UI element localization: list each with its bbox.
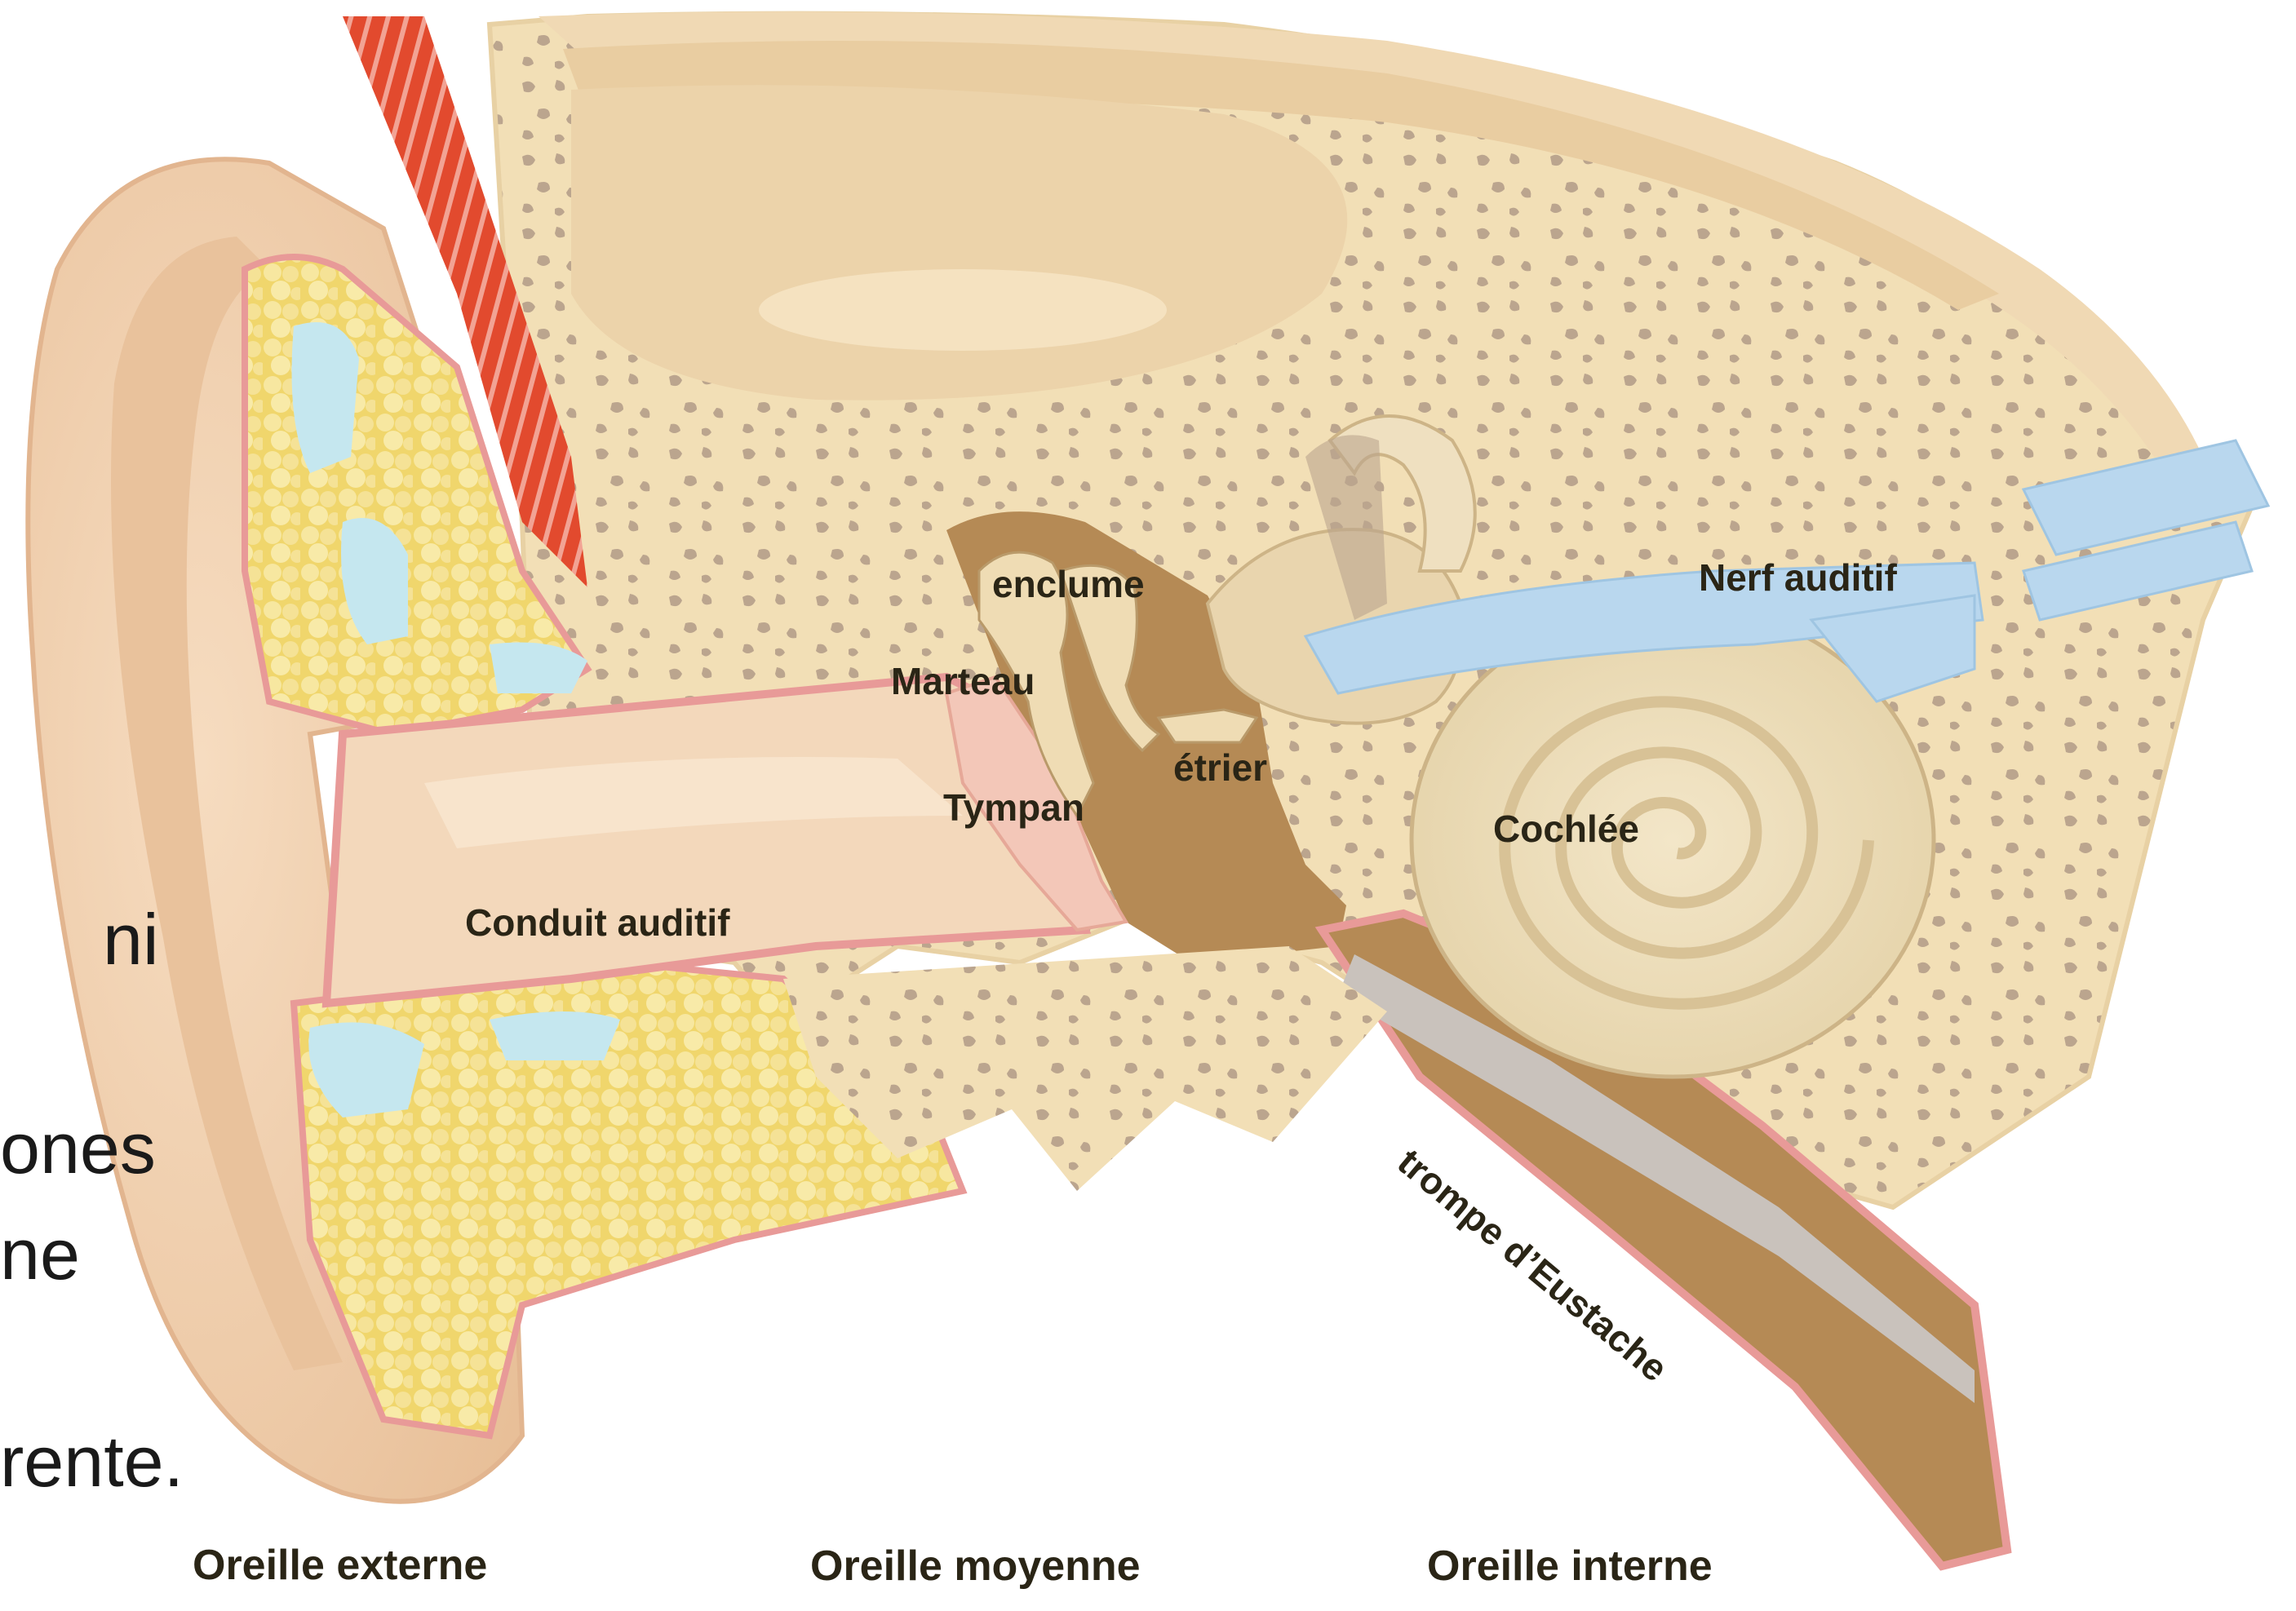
background-text-fragment: ni: [103, 904, 159, 976]
label-tympan: Tympan: [943, 789, 1084, 826]
background-text-fragment: ones: [0, 1113, 156, 1184]
label-marteau: Marteau: [891, 662, 1035, 700]
label-cochlee: Cochlée: [1493, 810, 1639, 848]
label-nerf-auditif: Nerf auditif: [1699, 559, 1897, 596]
region-oreille-interne: Oreille interne: [1427, 1545, 1713, 1587]
cartilage-pocket: [292, 322, 360, 473]
label-enclume: enclume: [992, 565, 1145, 603]
background-text-fragment: rente.: [0, 1426, 184, 1498]
region-oreille-externe: Oreille externe: [193, 1544, 487, 1587]
region-oreille-moyenne: Oreille moyenne: [810, 1545, 1141, 1587]
label-conduit-auditif: Conduit auditif: [465, 904, 729, 941]
cranial-highlight: [759, 269, 1167, 351]
cartilage-pocket: [490, 1011, 620, 1060]
label-etrier: étrier: [1173, 749, 1267, 786]
background-text-fragment: ne: [0, 1219, 80, 1290]
